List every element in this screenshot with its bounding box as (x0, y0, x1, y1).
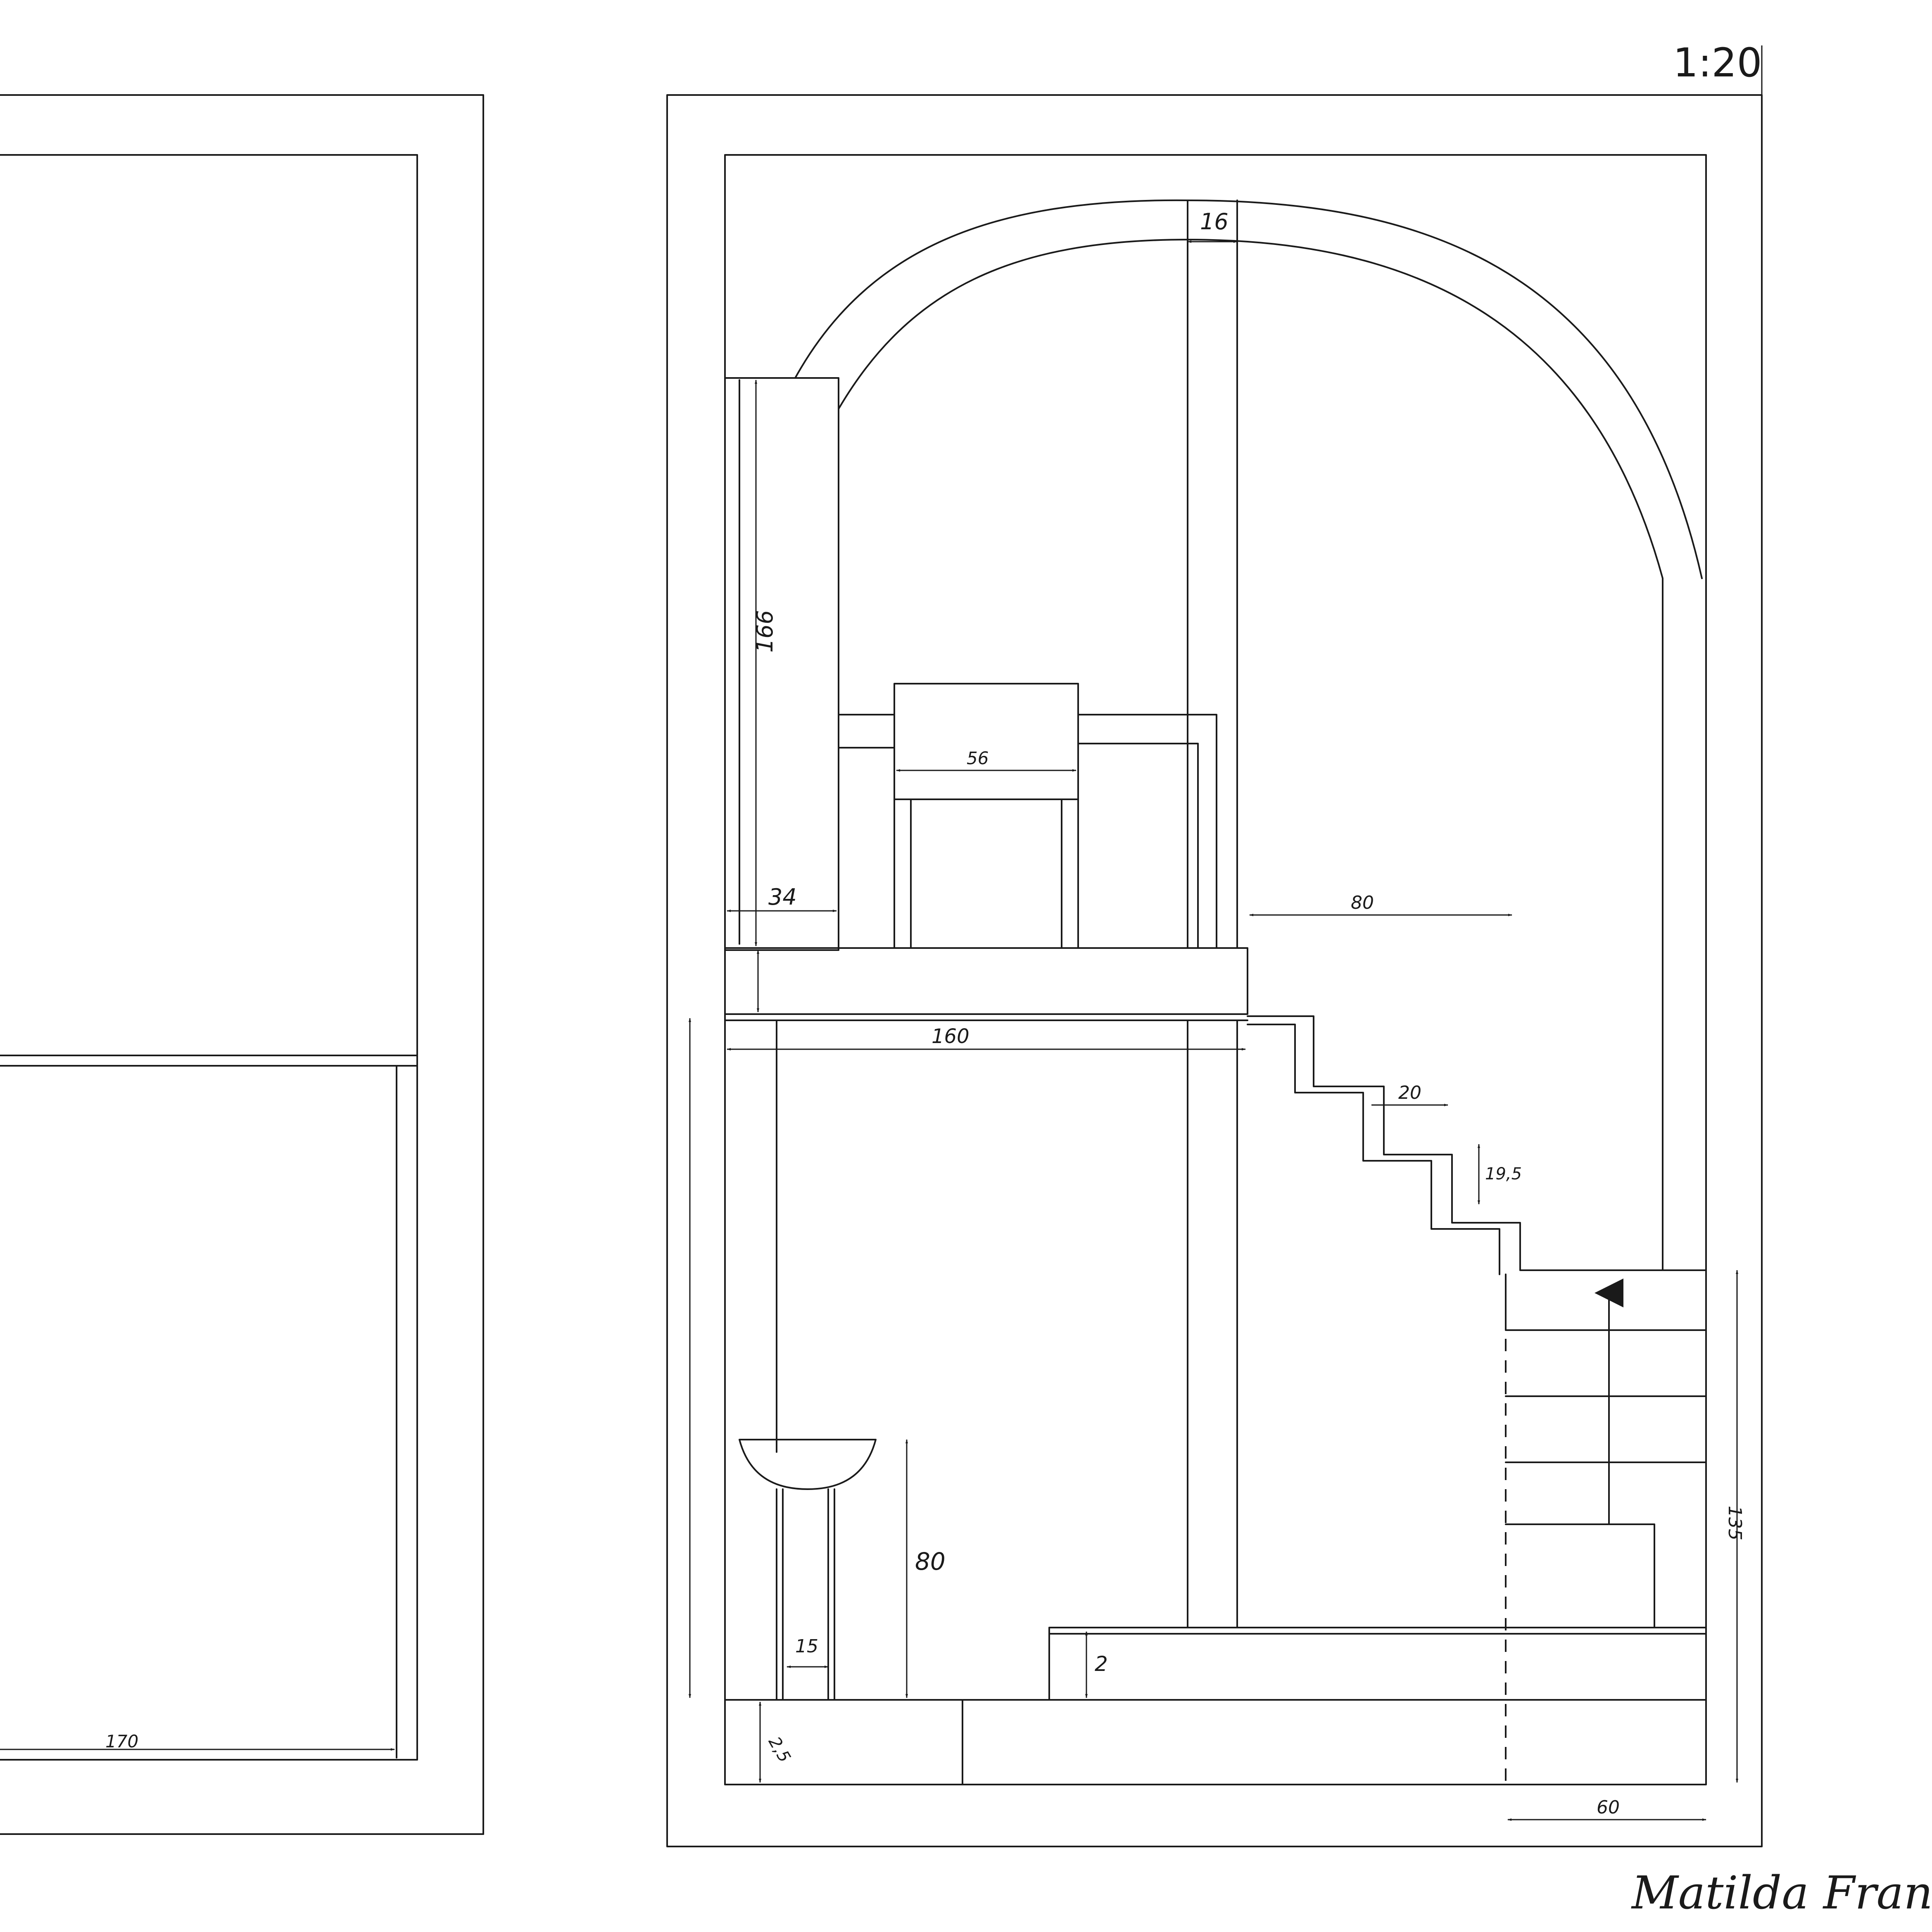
inner-frame (724, 154, 1707, 1785)
dim-basin-stem: 15 (795, 1636, 818, 1657)
arch-outer (794, 199, 1703, 579)
scale-label: 1:20 (1673, 40, 1762, 86)
dim-shelf-height: 166 (752, 610, 778, 653)
dim-arch-post: 16 (1200, 209, 1229, 235)
dim-left-length: 170 (105, 1731, 138, 1751)
dim-floor-length: 160 (932, 1025, 970, 1048)
main-section (666, 45, 1763, 1847)
dim-clearance: 80 (1351, 892, 1374, 913)
dim-stair-tread: 20 (1398, 1082, 1421, 1103)
shelf-column (724, 377, 839, 951)
arch-inner (838, 239, 1663, 1271)
stair-profile (1247, 1015, 1707, 1271)
dim-stair-height: 135 (1724, 1506, 1745, 1540)
outer-frame (666, 94, 1763, 1847)
loft-platform (724, 947, 1248, 1015)
dim-step-height: 2 (1095, 1652, 1108, 1676)
basin-bowl (739, 1439, 877, 1490)
dim-shelf-depth: 34 (768, 884, 797, 910)
signature: Matilda Franzén (1631, 1866, 1932, 1919)
dim-basin-height: 80 (915, 1547, 946, 1576)
dim-bottom-width: 60 (1597, 1797, 1620, 1818)
dim-stair-riser: 19,5 (1485, 1164, 1522, 1183)
dim-plinth: 2,5 (765, 1734, 794, 1766)
dim-chair-width: 56 (967, 748, 989, 768)
chair-back (894, 683, 1079, 800)
left-elevation: 170 (0, 94, 484, 1835)
